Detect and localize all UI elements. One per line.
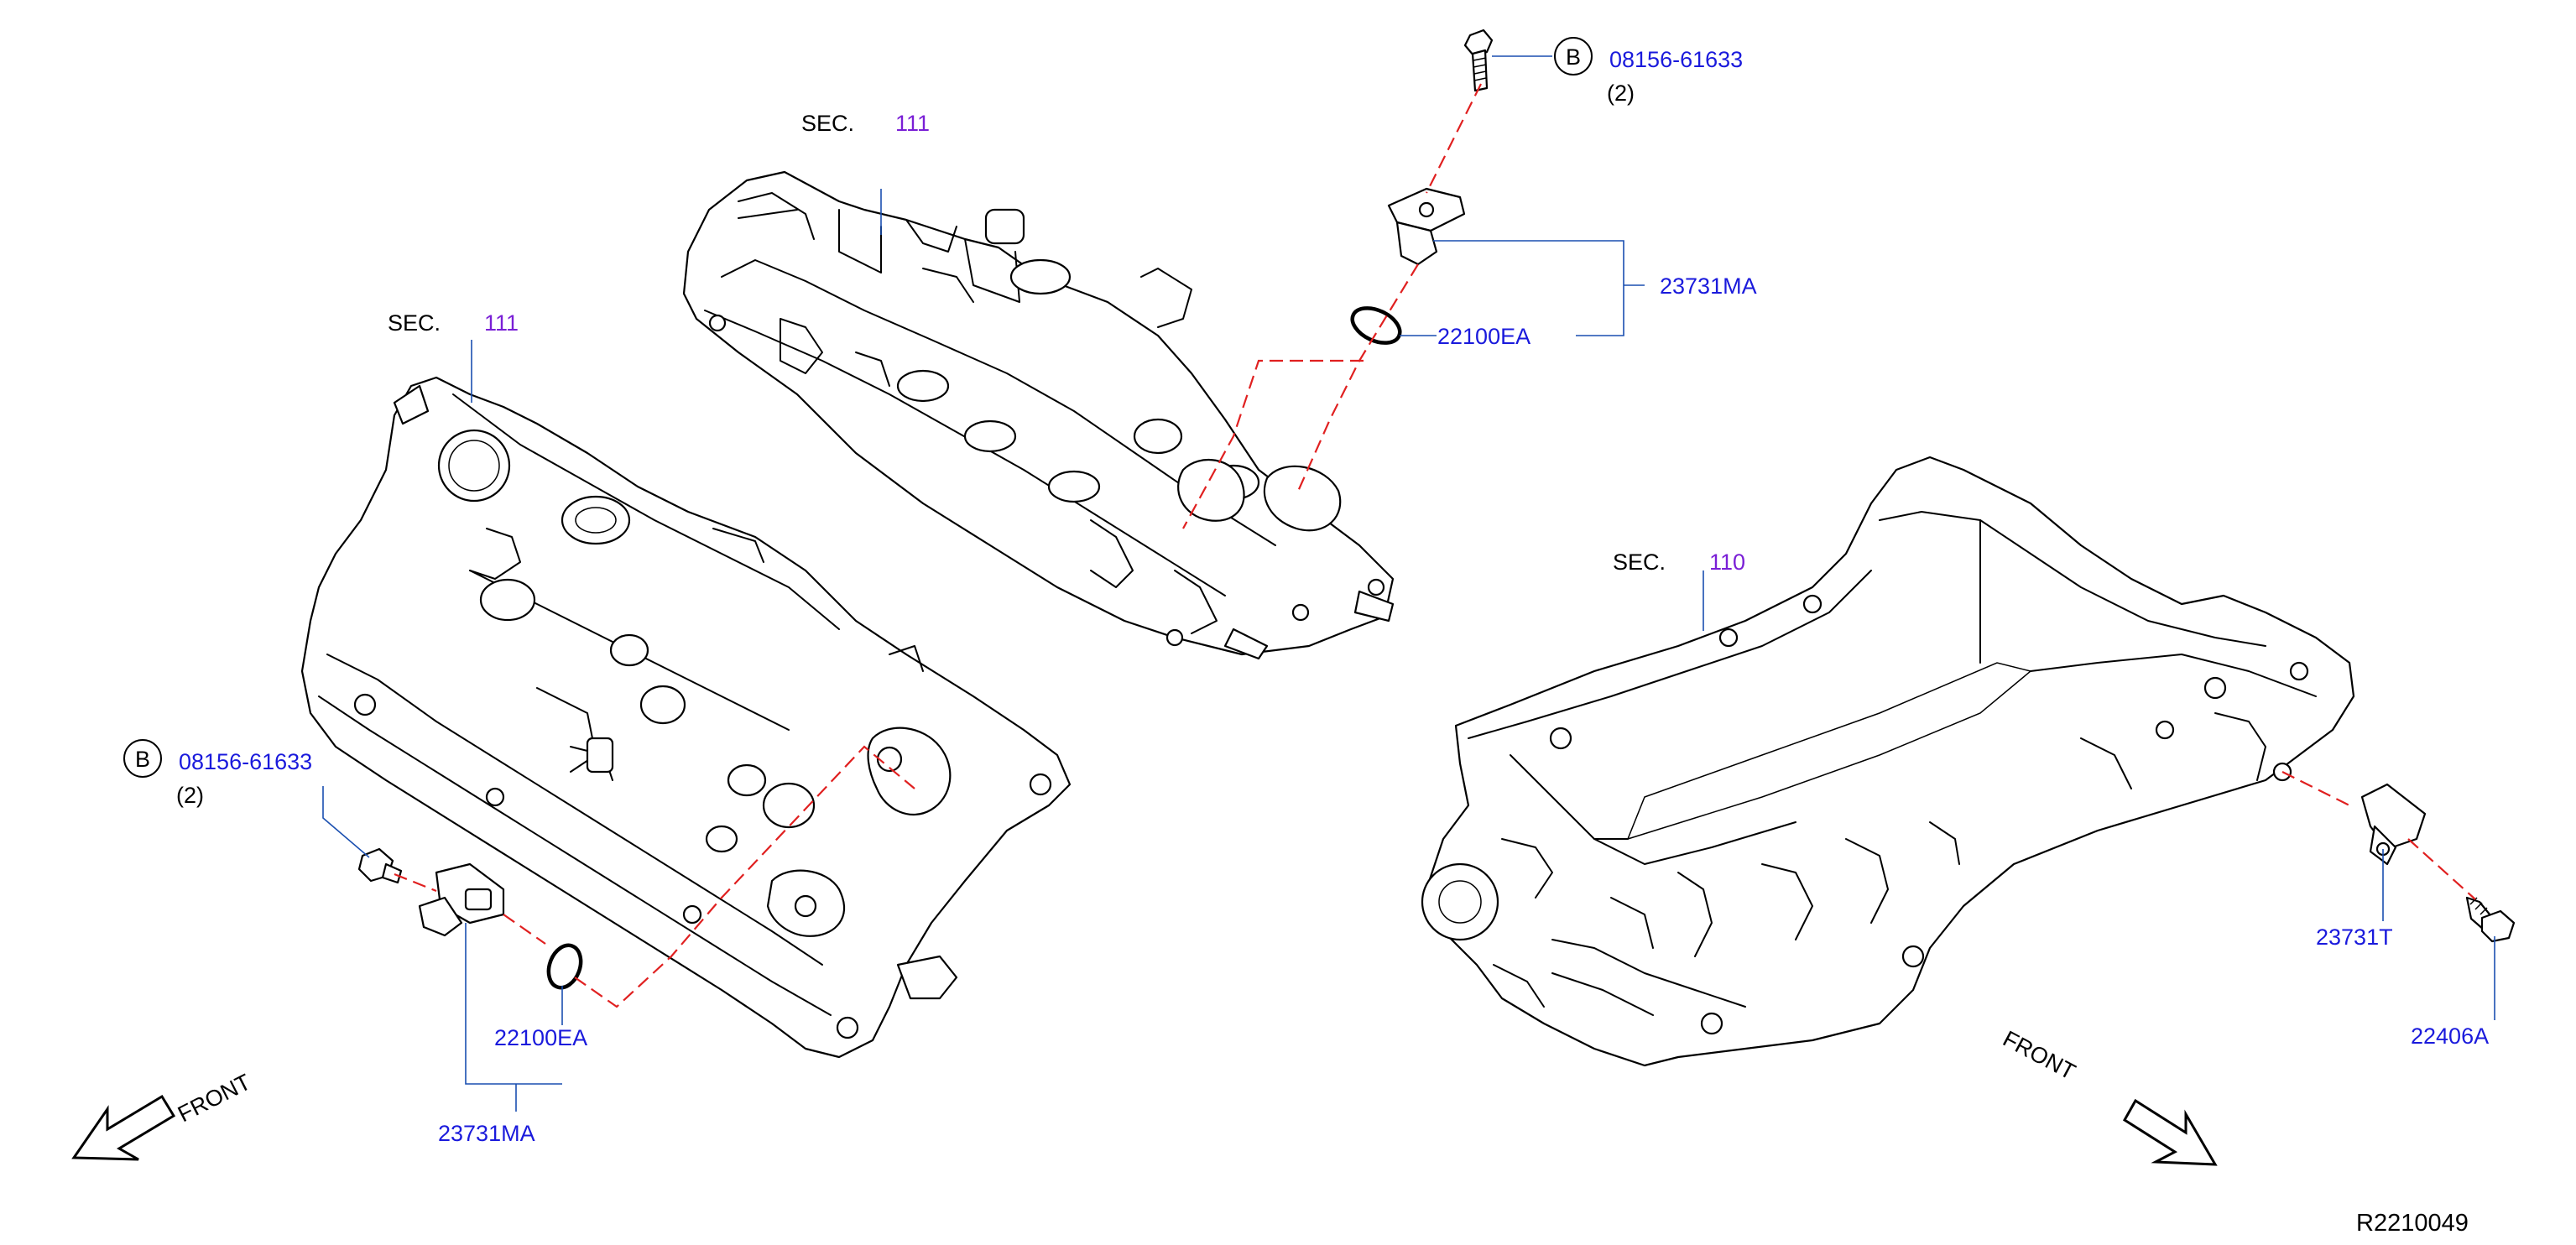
section-ref-top: SEC. 111 xyxy=(801,111,930,136)
sec-prefix: SEC. xyxy=(1613,550,1666,575)
quantity-label: (2) xyxy=(1607,81,1635,106)
sec-number[interactable]: 111 xyxy=(895,111,930,136)
callout-letter: B xyxy=(135,747,150,772)
callout-letter: B xyxy=(1566,44,1581,70)
valve-cover-top xyxy=(682,170,1395,660)
quantity-label: (2) xyxy=(176,783,204,808)
front-label-left: FRONT xyxy=(174,1069,254,1127)
camshaft-sensor-left[interactable] xyxy=(418,862,505,937)
leader-lines xyxy=(322,55,2495,1112)
dashed-line-top xyxy=(1182,83,1482,529)
section-ref-oil-pan: SEC. 110 xyxy=(1613,550,1745,575)
part-number-bolt-top[interactable]: 08156-61633 xyxy=(1609,47,1743,72)
circle-b-marker xyxy=(123,739,162,778)
bolt-left[interactable] xyxy=(357,847,403,884)
installation-lines xyxy=(394,83,2476,1008)
front-label-right: FRONT xyxy=(1999,1026,2079,1085)
bolt-callout-left: B 08156-61633 (2) xyxy=(123,739,312,808)
part-number-crankshaft-sensor[interactable]: 23731T xyxy=(2316,925,2393,950)
sec-prefix: SEC. xyxy=(388,310,441,336)
front-arrow-right xyxy=(2122,1098,2218,1166)
dashed-line-right xyxy=(2281,771,2476,900)
camshaft-sensor-top[interactable] xyxy=(1387,187,1466,266)
dashed-line-left xyxy=(394,745,915,1008)
part-number-camshaft-sensor-left[interactable]: 23731MA xyxy=(438,1121,535,1146)
part-number-o-ring-left[interactable]: 22100EA xyxy=(494,1025,587,1050)
sec-prefix: SEC. xyxy=(801,111,854,136)
circle-b-marker xyxy=(1554,37,1593,76)
section-ref-left: SEC. 111 xyxy=(388,310,519,336)
o-ring-top[interactable] xyxy=(1347,301,1405,350)
oil-pan xyxy=(1421,456,2355,1067)
bolt-right[interactable] xyxy=(2465,896,2516,943)
crankshaft-sensor[interactable] xyxy=(2360,783,2427,866)
bolt-top[interactable] xyxy=(1463,29,1494,92)
part-number-o-ring-top[interactable]: 22100EA xyxy=(1437,324,1530,349)
bolt-callout-top: B 08156-61633 (2) xyxy=(1554,37,1743,106)
front-arrow-left xyxy=(71,1094,176,1161)
part-number-bolt-left[interactable]: 08156-61633 xyxy=(179,749,312,774)
valve-cover-left xyxy=(300,376,1072,1059)
o-ring-left[interactable] xyxy=(543,940,587,992)
part-number-bolt-right[interactable]: 22406A xyxy=(2411,1024,2489,1049)
part-number-camshaft-sensor-top[interactable]: 23731MA xyxy=(1660,273,1757,299)
diagram-reference-number: R2210049 xyxy=(2356,1210,2469,1237)
sec-number[interactable]: 110 xyxy=(1709,550,1745,575)
sec-number[interactable]: 111 xyxy=(484,310,519,336)
